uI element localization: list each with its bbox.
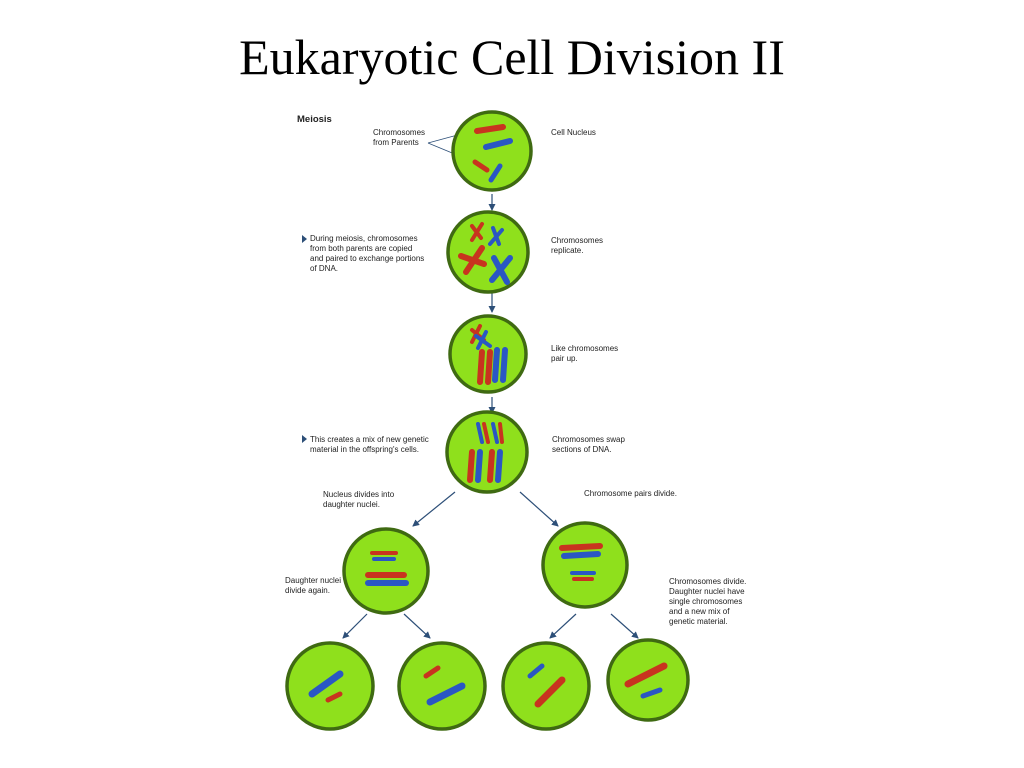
slide-title: Eukaryotic Cell Division II — [239, 29, 785, 85]
chromatid-paternal — [476, 422, 484, 444]
label-chromosomes-from-parents: Chromosomes from Parents — [373, 128, 427, 147]
chromosome-maternal — [474, 124, 506, 134]
flow-arrow-left-a — [342, 613, 368, 639]
chromatid-maternal — [498, 422, 504, 444]
chromosome-maternal — [624, 662, 668, 688]
chromosome-paternal — [488, 163, 503, 183]
cell-granddaughter-1 — [285, 641, 375, 731]
chromatid-paternal — [489, 255, 513, 283]
chromatid-maternal — [485, 349, 493, 385]
chromatid-maternal — [470, 222, 484, 242]
chromosome-maternal — [472, 159, 490, 173]
chromosome-paternal — [527, 663, 545, 679]
flow-arrow-left-b — [403, 613, 431, 639]
chromatid-paternal — [491, 422, 499, 444]
chromatid-paternal — [475, 449, 483, 483]
cell-replicated — [446, 210, 530, 294]
cell-membrane — [606, 638, 690, 722]
cell-daughter-left — [342, 527, 430, 615]
chromatid-paternal — [500, 347, 508, 383]
cell-crossing-over — [445, 410, 529, 494]
chromatid-paternal — [476, 330, 488, 350]
cell-membrane — [342, 527, 430, 615]
chromatid-maternal — [559, 543, 603, 551]
cell-parent-nucleus — [451, 110, 533, 192]
cell-paired — [448, 314, 528, 394]
cell-daughter-right — [541, 521, 629, 609]
label-replicate: Chromosomes replicate. — [551, 236, 605, 255]
label-cell-nucleus: Cell Nucleus — [551, 128, 596, 137]
flow-arrow-split-right — [519, 491, 559, 527]
cell-membrane — [445, 410, 529, 494]
bullet-arrow-icon — [302, 435, 307, 443]
chromatid-maternal — [487, 449, 495, 483]
chromosome-paternal — [308, 670, 344, 698]
chromosome-maternal — [325, 691, 343, 703]
cell-membrane — [541, 521, 629, 609]
cell-membrane — [446, 210, 530, 294]
label-chromosomes-divide: Chromosomes divide. Daughter nuclei have… — [669, 577, 749, 626]
chromatid-maternal — [470, 324, 482, 344]
chromosome-paternal — [640, 687, 663, 699]
label-during-meiosis: During meiosis, chromosomes from both pa… — [310, 234, 427, 273]
label-new-mix: This creates a mix of new genetic materi… — [310, 435, 431, 454]
cell-granddaughter-2 — [397, 641, 487, 731]
chromosome-maternal — [534, 676, 566, 708]
chromatid-paternal — [561, 551, 601, 559]
chromosome-paternal — [426, 682, 466, 706]
flow-arrow-right-b — [610, 613, 639, 639]
cell-membrane — [397, 641, 487, 731]
cell-granddaughter-3 — [501, 641, 591, 731]
chromatid-maternal — [477, 349, 485, 385]
diagram-heading: Meiosis — [297, 114, 332, 125]
cell-membrane — [451, 110, 533, 192]
flow-arrow-right-a — [549, 613, 577, 639]
chromatid-maternal — [463, 245, 485, 275]
label-pair-up: Like chromosomes pair up. — [551, 344, 620, 363]
chromatid-paternal — [492, 347, 500, 383]
chromosome-maternal — [423, 665, 441, 679]
chromosome-paternal — [483, 138, 513, 150]
label-pairs-divide: Chromosome pairs divide. — [584, 489, 677, 498]
bullet-arrow-icon — [302, 235, 307, 243]
chromatid-maternal — [482, 422, 490, 444]
chromatid-maternal — [467, 449, 475, 483]
label-divide-again: Daughter nuclei divide again. — [285, 576, 343, 595]
label-swap: Chromosomes swap sections of DNA. — [552, 435, 627, 454]
flow-arrow-split-left — [412, 491, 456, 527]
label-nucleus-divides: Nucleus divides into daughter nuclei. — [323, 490, 396, 509]
cell-membrane — [501, 641, 591, 731]
cell-granddaughter-4 — [606, 638, 690, 722]
cell-membrane — [285, 641, 375, 731]
chromatid-paternal — [488, 228, 504, 246]
chromatid-paternal — [495, 449, 503, 483]
